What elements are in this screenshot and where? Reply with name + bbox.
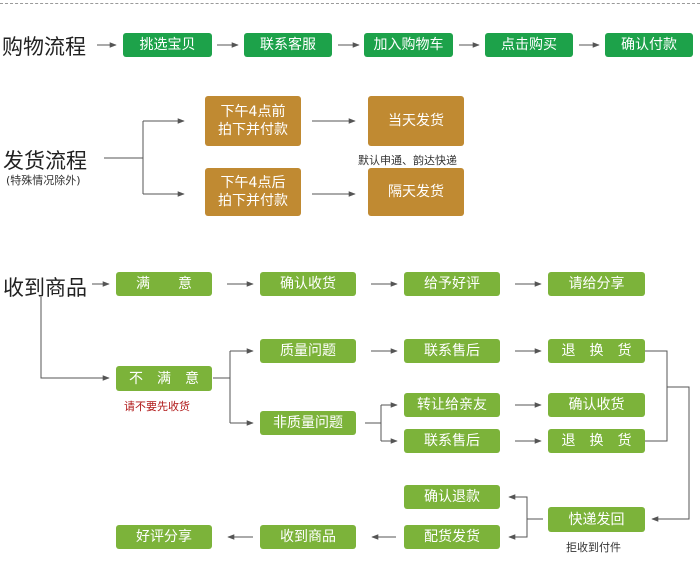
step-confirm-payment: 确认付款: [605, 33, 693, 57]
before-4pm-line2: 拍下并付款: [218, 122, 288, 138]
shipping-flow-label: 发货流程: [3, 149, 87, 173]
dont-receive-first-note: 请不要先收货: [124, 400, 190, 413]
step-contact-service: 联系客服: [244, 33, 332, 57]
top-dashed-divider: [0, 3, 700, 4]
step-click-buy: 点击购买: [485, 33, 573, 57]
after-4pm-line2: 拍下并付款: [218, 193, 288, 209]
after-4pm-line1: 下午4点后: [220, 175, 286, 191]
arrow-to-unsatisfied: [40, 297, 110, 381]
quality-contact-aftersales-box: 联系售后: [404, 339, 500, 363]
connector-returns-bracket: [645, 350, 668, 442]
gift-confirm-receipt-box: 确认收货: [548, 393, 645, 417]
quality-return-exchange-box: 退 换 货: [548, 339, 645, 363]
please-share-box: 请给分享: [548, 272, 645, 296]
next-day-shipping-box: 隔天发货: [368, 168, 464, 216]
non-quality-issue-box: 非质量问题: [260, 411, 356, 435]
confirm-refund-box: 确认退款: [404, 485, 500, 509]
before-4pm-line1: 下午4点前: [220, 104, 286, 120]
transfer-to-friend-box: 转让给亲友: [404, 393, 500, 417]
arrow-to-reship: [508, 519, 528, 540]
unsatisfied-box: 不 满 意: [116, 366, 212, 391]
non-quality-contact-aftersales-box: 联系售后: [404, 429, 500, 453]
before-4pm-box: 下午4点前 拍下并付款: [205, 96, 301, 146]
quality-issue-box: 质量问题: [260, 339, 356, 363]
arrow-to-ship-back: [651, 386, 690, 522]
give-good-review-box: 给予好评: [404, 272, 500, 296]
goods-received-box: 收到商品: [260, 525, 356, 549]
step-add-to-cart: 加入购物车: [364, 33, 453, 57]
reship-box: 配货发货: [404, 525, 500, 549]
purchase-flow-label: 购物流程: [2, 35, 86, 59]
satisfied-box: 满 意: [116, 272, 212, 296]
confirm-receipt-box: 确认收货: [260, 272, 356, 296]
step-pick-item: 挑选宝贝: [123, 33, 212, 57]
non-quality-return-exchange-box: 退 换 货: [548, 429, 645, 453]
review-and-share-box: 好评分享: [116, 525, 212, 549]
receive-flow-label: 收到商品: [3, 276, 87, 300]
shipping-flow-sublabel: (特殊情况除外): [6, 174, 81, 187]
same-day-shipping-box: 当天发货: [368, 96, 464, 146]
arrow-to-refund: [508, 494, 543, 520]
ship-back-box: 快递发回: [548, 507, 645, 532]
after-4pm-box: 下午4点后 拍下并付款: [205, 168, 301, 216]
refuse-cod-note: 拒收到付件: [566, 541, 621, 554]
carrier-note: 默认申通、韵达快递: [358, 154, 457, 167]
